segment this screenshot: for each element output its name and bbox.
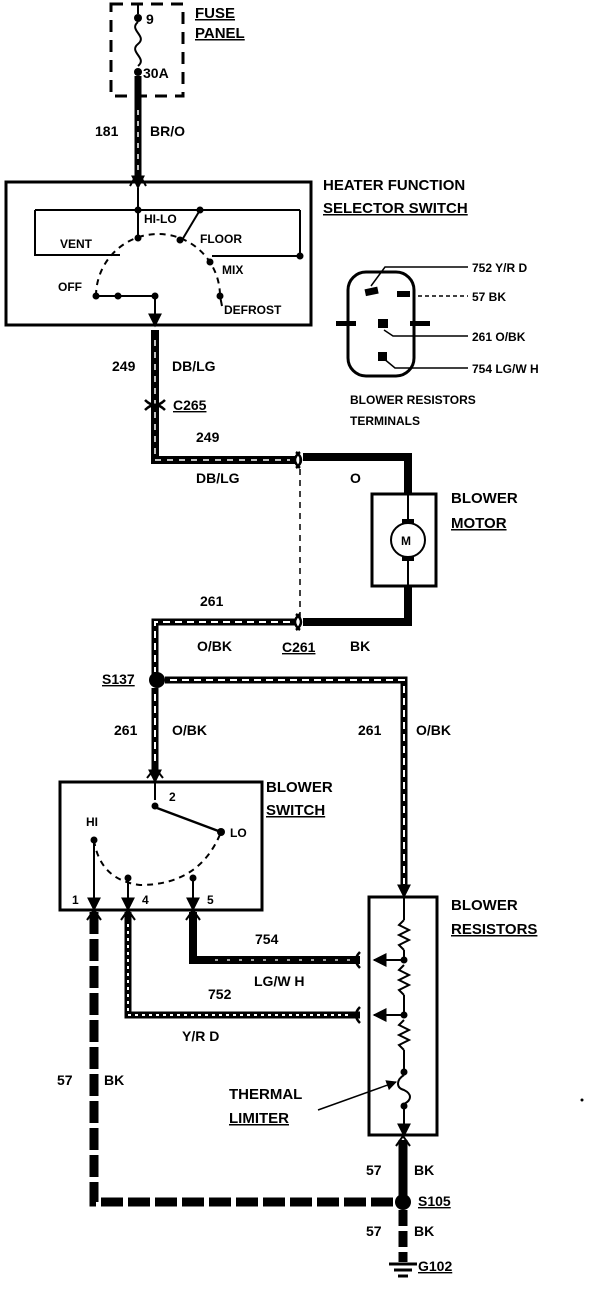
connector-c261: C261: [282, 451, 316, 655]
wire-261-left-number: 261: [114, 722, 138, 738]
wire-57-ground-color: BK: [414, 1223, 434, 1239]
wire-249-mid-color: DB/LG: [196, 470, 240, 486]
s137-label: S137: [102, 671, 135, 687]
wire-752: 752 Y/R D: [120, 908, 361, 1044]
blower-switch-title-2: SWITCH: [266, 802, 325, 819]
blower-motor: M BLOWER MOTOR: [370, 490, 518, 588]
wire-57-ground-number: 57: [366, 1223, 382, 1239]
wire-754-number: 754: [255, 931, 279, 947]
blower-resistors-title-2: RESISTORS: [451, 921, 537, 938]
wire-249-color: DB/LG: [172, 358, 216, 374]
wire-261-top: 261 O/BK: [151, 593, 296, 680]
heater-selector-title-1: HEATER FUNCTION: [323, 177, 465, 194]
fuse-number: 9: [146, 11, 154, 27]
blower-switch-title-1: BLOWER: [266, 779, 333, 796]
wire-57-left-number: 57: [57, 1072, 73, 1088]
selector-position-vent: VENT: [60, 237, 93, 251]
wire-249: 249 DB/LG 249 DB/LG: [112, 330, 296, 486]
stray-dot: [580, 1098, 584, 1102]
wire-motor-ground: BK: [303, 586, 412, 654]
ground-icon: [389, 1262, 417, 1278]
selector-position-off: OFF: [58, 280, 82, 294]
splice-s105: S105: [395, 1193, 451, 1210]
wire-261-left: 261 O/BK: [114, 688, 207, 779]
connector-c265: C265: [144, 397, 207, 413]
wire-752-number: 752: [208, 986, 232, 1002]
blower-motor-title-1: BLOWER: [451, 490, 518, 507]
blower-resistors: BLOWER RESISTORS: [367, 884, 537, 1138]
blower-switch-pin-4: 4: [142, 893, 149, 907]
selector-position-hilo: HI-LO: [144, 212, 177, 226]
terminals-caption-1: BLOWER RESISTORS: [350, 393, 476, 407]
wire-261-right: 261 O/BK: [165, 676, 451, 890]
wire-249-number: 249: [112, 358, 136, 374]
terminal-57-label: 57 BK: [472, 290, 506, 304]
fuse-rating: 30A: [143, 65, 169, 81]
terminal-261-label: 261 O/BK: [472, 330, 526, 344]
g102-label: G102: [418, 1258, 452, 1274]
s105-label: S105: [418, 1193, 451, 1209]
resistor-1-icon: [396, 919, 412, 951]
wire-57-left: 57 BK: [57, 908, 395, 1207]
heater-selector-title-2: SELECTOR SWITCH: [323, 200, 468, 217]
wire-261-top-color: O/BK: [197, 638, 232, 654]
wire-754-color: LG/W H: [254, 973, 305, 989]
thermal-limiter-line-1: THERMAL: [229, 1086, 302, 1103]
terminal-754-label: 754 LG/W H: [472, 362, 539, 376]
wire-181-color: BR/O: [150, 123, 185, 139]
wire-motor-ground-color: BK: [350, 638, 370, 654]
splice-s137: S137: [102, 671, 165, 688]
wire-motor-feed: O: [303, 453, 412, 494]
wire-261-right-color: O/BK: [416, 722, 451, 738]
c265-label: C265: [173, 397, 207, 413]
wire-181: 181 BR/O: [95, 76, 185, 187]
wire-57-resistor-number: 57: [366, 1162, 382, 1178]
thermal-limiter-icon: [397, 1074, 411, 1105]
wire-57-left-color: BK: [104, 1072, 124, 1088]
wire-754: 754 LG/W H: [185, 908, 361, 989]
selector-position-defrost: DEFROST: [224, 303, 282, 317]
wire-57-ground: 57 BK: [366, 1210, 434, 1262]
blower-motor-title-2: MOTOR: [451, 515, 507, 532]
resistor-2-icon: [396, 964, 412, 996]
blower-switch-lo: LO: [230, 826, 247, 840]
resistor-3-icon: [396, 1019, 412, 1051]
fuse-panel-title-2: PANEL: [195, 25, 245, 42]
thermal-limiter-line-2: LIMITER: [229, 1110, 289, 1127]
blower-switch: 2 LO HI 1 4 5 BLOWER SWITCH: [58, 769, 333, 912]
blower-switch-pin-5: 5: [207, 893, 214, 907]
blower-switch-pin-1: 1: [72, 893, 79, 907]
wire-249-mid-number: 249: [196, 429, 220, 445]
fuse-icon: [134, 21, 142, 67]
ground-g102: G102: [389, 1258, 452, 1278]
blower-switch-hi: HI: [86, 815, 98, 829]
wire-261-top-number: 261: [200, 593, 224, 609]
wire-752-color: Y/R D: [182, 1028, 219, 1044]
blower-resistor-terminals: 752 Y/R D 57 BK 261 O/BK 754 LG/W H BLOW…: [336, 261, 539, 428]
wire-261-left-color: O/BK: [172, 722, 207, 738]
terminal-752-label: 752 Y/R D: [472, 261, 527, 275]
c261-label: C261: [282, 639, 316, 655]
blower-resistors-title-1: BLOWER: [451, 897, 518, 914]
wire-57-resistor: 57 BK: [366, 1134, 434, 1196]
fuse-panel: 9 30A FUSE PANEL: [109, 2, 245, 98]
motor-symbol: M: [401, 534, 411, 548]
fuse-panel-title-1: FUSE: [195, 5, 235, 22]
wire-261-right-number: 261: [358, 722, 382, 738]
heater-function-selector-switch: HI-LO VENT FLOOR MIX OFF DEFROST HEATER …: [4, 175, 468, 328]
blower-switch-pin-2: 2: [169, 790, 176, 804]
thermal-limiter-label: THERMAL LIMITER: [229, 1080, 397, 1127]
selector-position-floor: FLOOR: [200, 232, 242, 246]
terminals-caption-2: TERMINALS: [350, 414, 420, 428]
wire-motor-feed-color: O: [350, 470, 361, 486]
wire-57-resistor-color: BK: [414, 1162, 434, 1178]
wire-181-number: 181: [95, 123, 119, 139]
selector-position-mix: MIX: [222, 263, 243, 277]
